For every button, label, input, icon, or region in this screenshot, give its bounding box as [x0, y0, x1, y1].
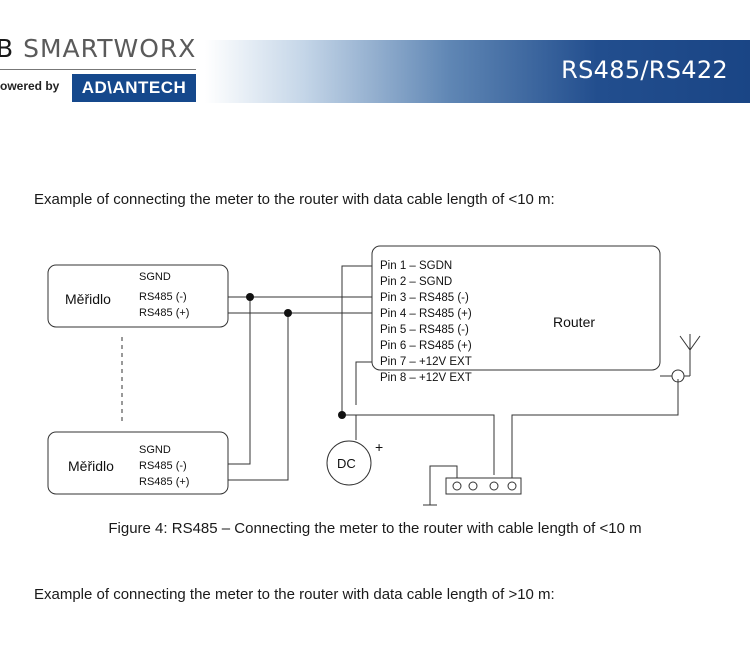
header-gradient-bar	[205, 40, 750, 103]
dc-plus-label: +	[375, 439, 383, 455]
meter-bottom-pin-sgnd: SGND	[139, 444, 171, 456]
wire-antenna-terminal	[511, 379, 679, 478]
router-pin-1: Pin 1 – SGDN	[380, 260, 452, 272]
router-pin-5: Pin 5 – RS485 (-)	[380, 324, 469, 336]
junction-dot-plus	[284, 309, 292, 317]
junction-dot-minus	[246, 293, 254, 301]
meter-top-pin-minus: RS485 (-)	[139, 291, 187, 303]
powered-by-text: owered by	[0, 79, 60, 93]
meter-top-pin-plus: RS485 (+)	[139, 307, 189, 319]
wire-rs485-minus-bottom	[228, 297, 251, 465]
wire-dc-minus	[342, 414, 357, 440]
meter-bottom-box	[47, 431, 229, 495]
meter-bottom-pin-plus: RS485 (+)	[139, 476, 189, 488]
dc-source-circle	[326, 440, 372, 486]
wiring-diagram: Měřidlo SGND RS485 (-) RS485 (+) Měřidlo…	[47, 245, 701, 506]
dc-label: DC	[337, 456, 356, 471]
meter-bottom-name: Měřidlo	[68, 458, 114, 474]
brand-prefix: B	[0, 34, 15, 63]
meter-top-box	[47, 264, 229, 328]
antenna-icon	[679, 335, 701, 351]
wire-pin7-12v	[355, 361, 372, 370]
page-header: B SMARTWORX owered by AD\ANTECH RS485/RS…	[0, 0, 750, 110]
intro-paragraph-long: Example of connecting the meter to the r…	[34, 586, 555, 603]
wire-earth	[429, 465, 458, 505]
brand-name: SMARTWORX	[23, 34, 197, 63]
smartworx-logo: B SMARTWORX	[0, 34, 196, 63]
router-pin-3: Pin 3 – RS485 (-)	[380, 292, 469, 304]
page-title: RS485/RS422	[561, 56, 728, 84]
logo-divider	[0, 69, 196, 70]
figure-caption: Figure 4: RS485 – Connecting the meter t…	[108, 520, 642, 537]
wire-pin1-ground	[341, 265, 372, 415]
wire-ground-terminal	[342, 414, 495, 475]
router-pin-7: Pin 7 – +12V EXT	[380, 356, 472, 368]
meter-top-name: Měřidlo	[65, 291, 111, 307]
advantech-logo: AD\ANTECH	[72, 74, 196, 102]
router-pin-8: Pin 8 – +12V EXT	[380, 372, 472, 384]
meter-top-pin-sgnd: SGND	[139, 271, 171, 283]
wire-rs485-plus-bottom	[228, 313, 289, 481]
meter-bottom-pin-minus: RS485 (-)	[139, 460, 187, 472]
junction-dot-ground	[338, 411, 346, 419]
intro-paragraph-short: Example of connecting the meter to the r…	[34, 191, 555, 208]
router-pin-2: Pin 2 – SGND	[380, 276, 452, 288]
router-label: Router	[553, 314, 595, 330]
router-pin-4: Pin 4 – RS485 (+)	[380, 308, 472, 320]
terminal-block	[445, 477, 522, 495]
router-pin-6: Pin 6 – RS485 (+)	[380, 340, 472, 352]
router-box	[371, 245, 661, 371]
